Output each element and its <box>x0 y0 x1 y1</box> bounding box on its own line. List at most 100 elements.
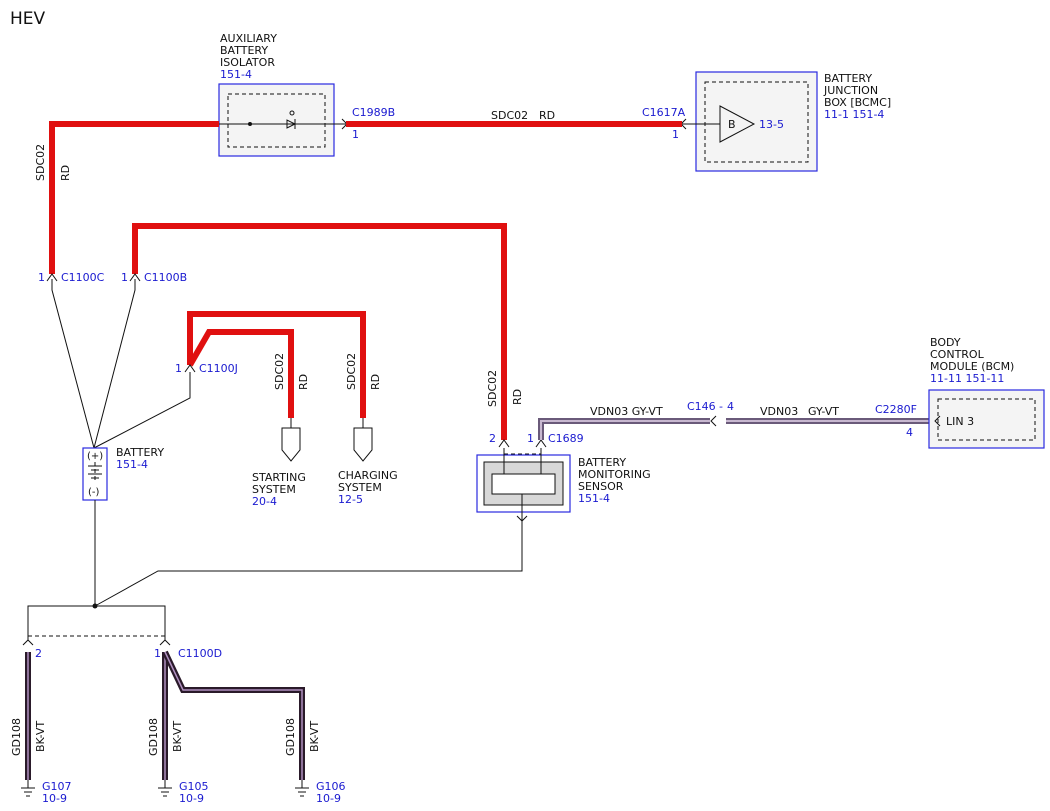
wire-sdc02-starting[interactable] <box>187 329 294 418</box>
wire-left-circuit: SDC02 <box>34 144 47 181</box>
gnd3-color: BK-VT <box>308 721 321 752</box>
battery-monitoring-sensor[interactable] <box>476 448 571 522</box>
battery-junction-box[interactable] <box>680 71 818 172</box>
feed-c1100j-battery <box>93 372 191 449</box>
c1689-pin-a: 2 <box>489 432 496 445</box>
g105-ref: 10-9 <box>179 792 204 805</box>
wire-bms-circuit: SDC02 <box>486 370 499 407</box>
gnd3-circuit: GD108 <box>284 718 297 756</box>
bcm-pin-label: LIN 3 <box>946 415 974 428</box>
battery-ref: 151-4 <box>116 458 148 471</box>
isolator-inner-outline <box>227 93 326 148</box>
battery-name: BATTERY <box>116 446 164 459</box>
c1100c-name: C1100C <box>61 271 105 284</box>
wire-starting-color: RD <box>297 374 310 390</box>
g107-name: G107 <box>42 780 72 793</box>
junction-box-outline <box>695 71 818 172</box>
gnd1-circuit: GD108 <box>10 718 23 756</box>
c1689-pin1-icon[interactable] <box>535 439 547 448</box>
bms-sensor-element <box>491 473 556 495</box>
c1100d-name: C1100D <box>178 647 222 660</box>
wire-left-color: RD <box>59 165 72 181</box>
c2280f-pin: 4 <box>906 426 913 439</box>
bms-ground-wire <box>94 516 523 607</box>
c1100d-pin-a: 2 <box>35 647 42 660</box>
charging-label-line1: CHARGING <box>338 469 398 482</box>
body-control-module[interactable] <box>928 389 1045 449</box>
isolator-label-line1: AUXILIARY <box>220 32 277 45</box>
c1100b-connector-icon[interactable] <box>129 273 141 282</box>
isolator-label-line2: BATTERY <box>220 44 268 57</box>
junction-symbol: B <box>728 118 736 131</box>
bcm-ref: 11-11 151-11 <box>930 372 1004 385</box>
diagram-title: HEV <box>10 9 46 29</box>
c1100b-name: C1100B <box>144 271 187 284</box>
junction-buffer-icon <box>719 105 756 143</box>
wire-sdc02-left[interactable] <box>49 121 219 274</box>
g105-name: G105 <box>179 780 209 793</box>
isolator-box <box>218 83 335 157</box>
battery-plus: (+) <box>87 451 103 462</box>
starting-label-line1: STARTING <box>252 471 306 484</box>
isolator-label-line3: ISOLATOR <box>220 56 275 69</box>
starting-ref: 20-4 <box>252 495 277 508</box>
c1100c-pin: 1 <box>38 271 45 284</box>
c1100c-connector-icon[interactable] <box>46 273 58 282</box>
isolator-diode-icon <box>286 119 297 129</box>
wire-sdc02-bms[interactable] <box>132 223 507 440</box>
c1100d-pin2-icon[interactable] <box>22 639 34 646</box>
wire-charging-circuit: SDC02 <box>345 353 358 390</box>
ground-symbol-g106-icon <box>295 780 309 797</box>
c1617a-name: C1617A <box>642 106 686 119</box>
g106-name: G106 <box>316 780 346 793</box>
ground-wire-g106[interactable] <box>162 650 305 780</box>
isolator-ref: 151-4 <box>220 68 252 81</box>
c1100j-connector-icon[interactable] <box>184 364 196 373</box>
c1989b-name: C1989B <box>352 106 395 119</box>
wire-starting-circuit: SDC02 <box>273 353 286 390</box>
bms-label-line2: MONITORING <box>578 468 651 481</box>
feed-c1100b-battery <box>93 279 136 449</box>
gnd2-color: BK-VT <box>171 721 184 752</box>
bcm-label-line1: BODY <box>930 336 961 349</box>
battery-minus: (-) <box>88 487 100 498</box>
charging-label-line2: SYSTEM <box>338 481 382 494</box>
wire-lin-right-color: GY-VT <box>808 405 839 418</box>
gnd1-color: BK-VT <box>34 721 47 752</box>
bcm-connector-arrow-icon <box>934 415 941 427</box>
isolator-node-dot <box>248 122 252 126</box>
bcm-label-line3: MODULE (BCM) <box>930 360 1014 373</box>
c1100j-pin: 1 <box>175 362 182 375</box>
c146-sep: - <box>719 400 723 413</box>
c1100b-pin: 1 <box>121 271 128 284</box>
wire-bms-color: RD <box>511 389 524 405</box>
gnd2-circuit: GD108 <box>147 718 160 756</box>
wire-vdn03-lin[interactable] <box>538 418 935 440</box>
c1100d-pin1-icon[interactable] <box>159 639 171 646</box>
charging-system-arrow-icon[interactable] <box>353 427 373 462</box>
feed-c1100c-battery <box>51 279 95 449</box>
isolator-terminal-icon <box>289 110 295 116</box>
junction-ref: 11-1 151-4 <box>824 108 884 121</box>
wire-sdc02-charging[interactable] <box>187 311 366 418</box>
charging-ref: 12-5 <box>338 493 363 506</box>
c1100d-pin-b: 1 <box>154 647 161 660</box>
ground-symbol-g105-icon <box>158 780 172 797</box>
battery[interactable] <box>82 447 108 501</box>
junction-label-line1: BATTERY <box>824 72 872 85</box>
c146-connector-icon[interactable] <box>710 415 717 427</box>
auxiliary-battery-isolator[interactable] <box>218 83 348 157</box>
c1689-pin2-icon[interactable] <box>498 439 510 448</box>
junction-label-line2: JUNCTION <box>823 84 878 97</box>
wire-lin-right-circuit: VDN03 <box>760 405 798 418</box>
g106-ref: 10-9 <box>316 792 341 805</box>
c146-pin: 4 <box>727 400 734 413</box>
c1989b-pin: 1 <box>352 128 359 141</box>
bcm-box <box>928 389 1045 449</box>
starting-system-arrow-icon[interactable] <box>281 427 301 462</box>
bms-label-line3: SENSOR <box>578 480 624 493</box>
wire-top-color: RD <box>539 109 555 122</box>
bms-ground-connector-icon <box>516 515 528 522</box>
